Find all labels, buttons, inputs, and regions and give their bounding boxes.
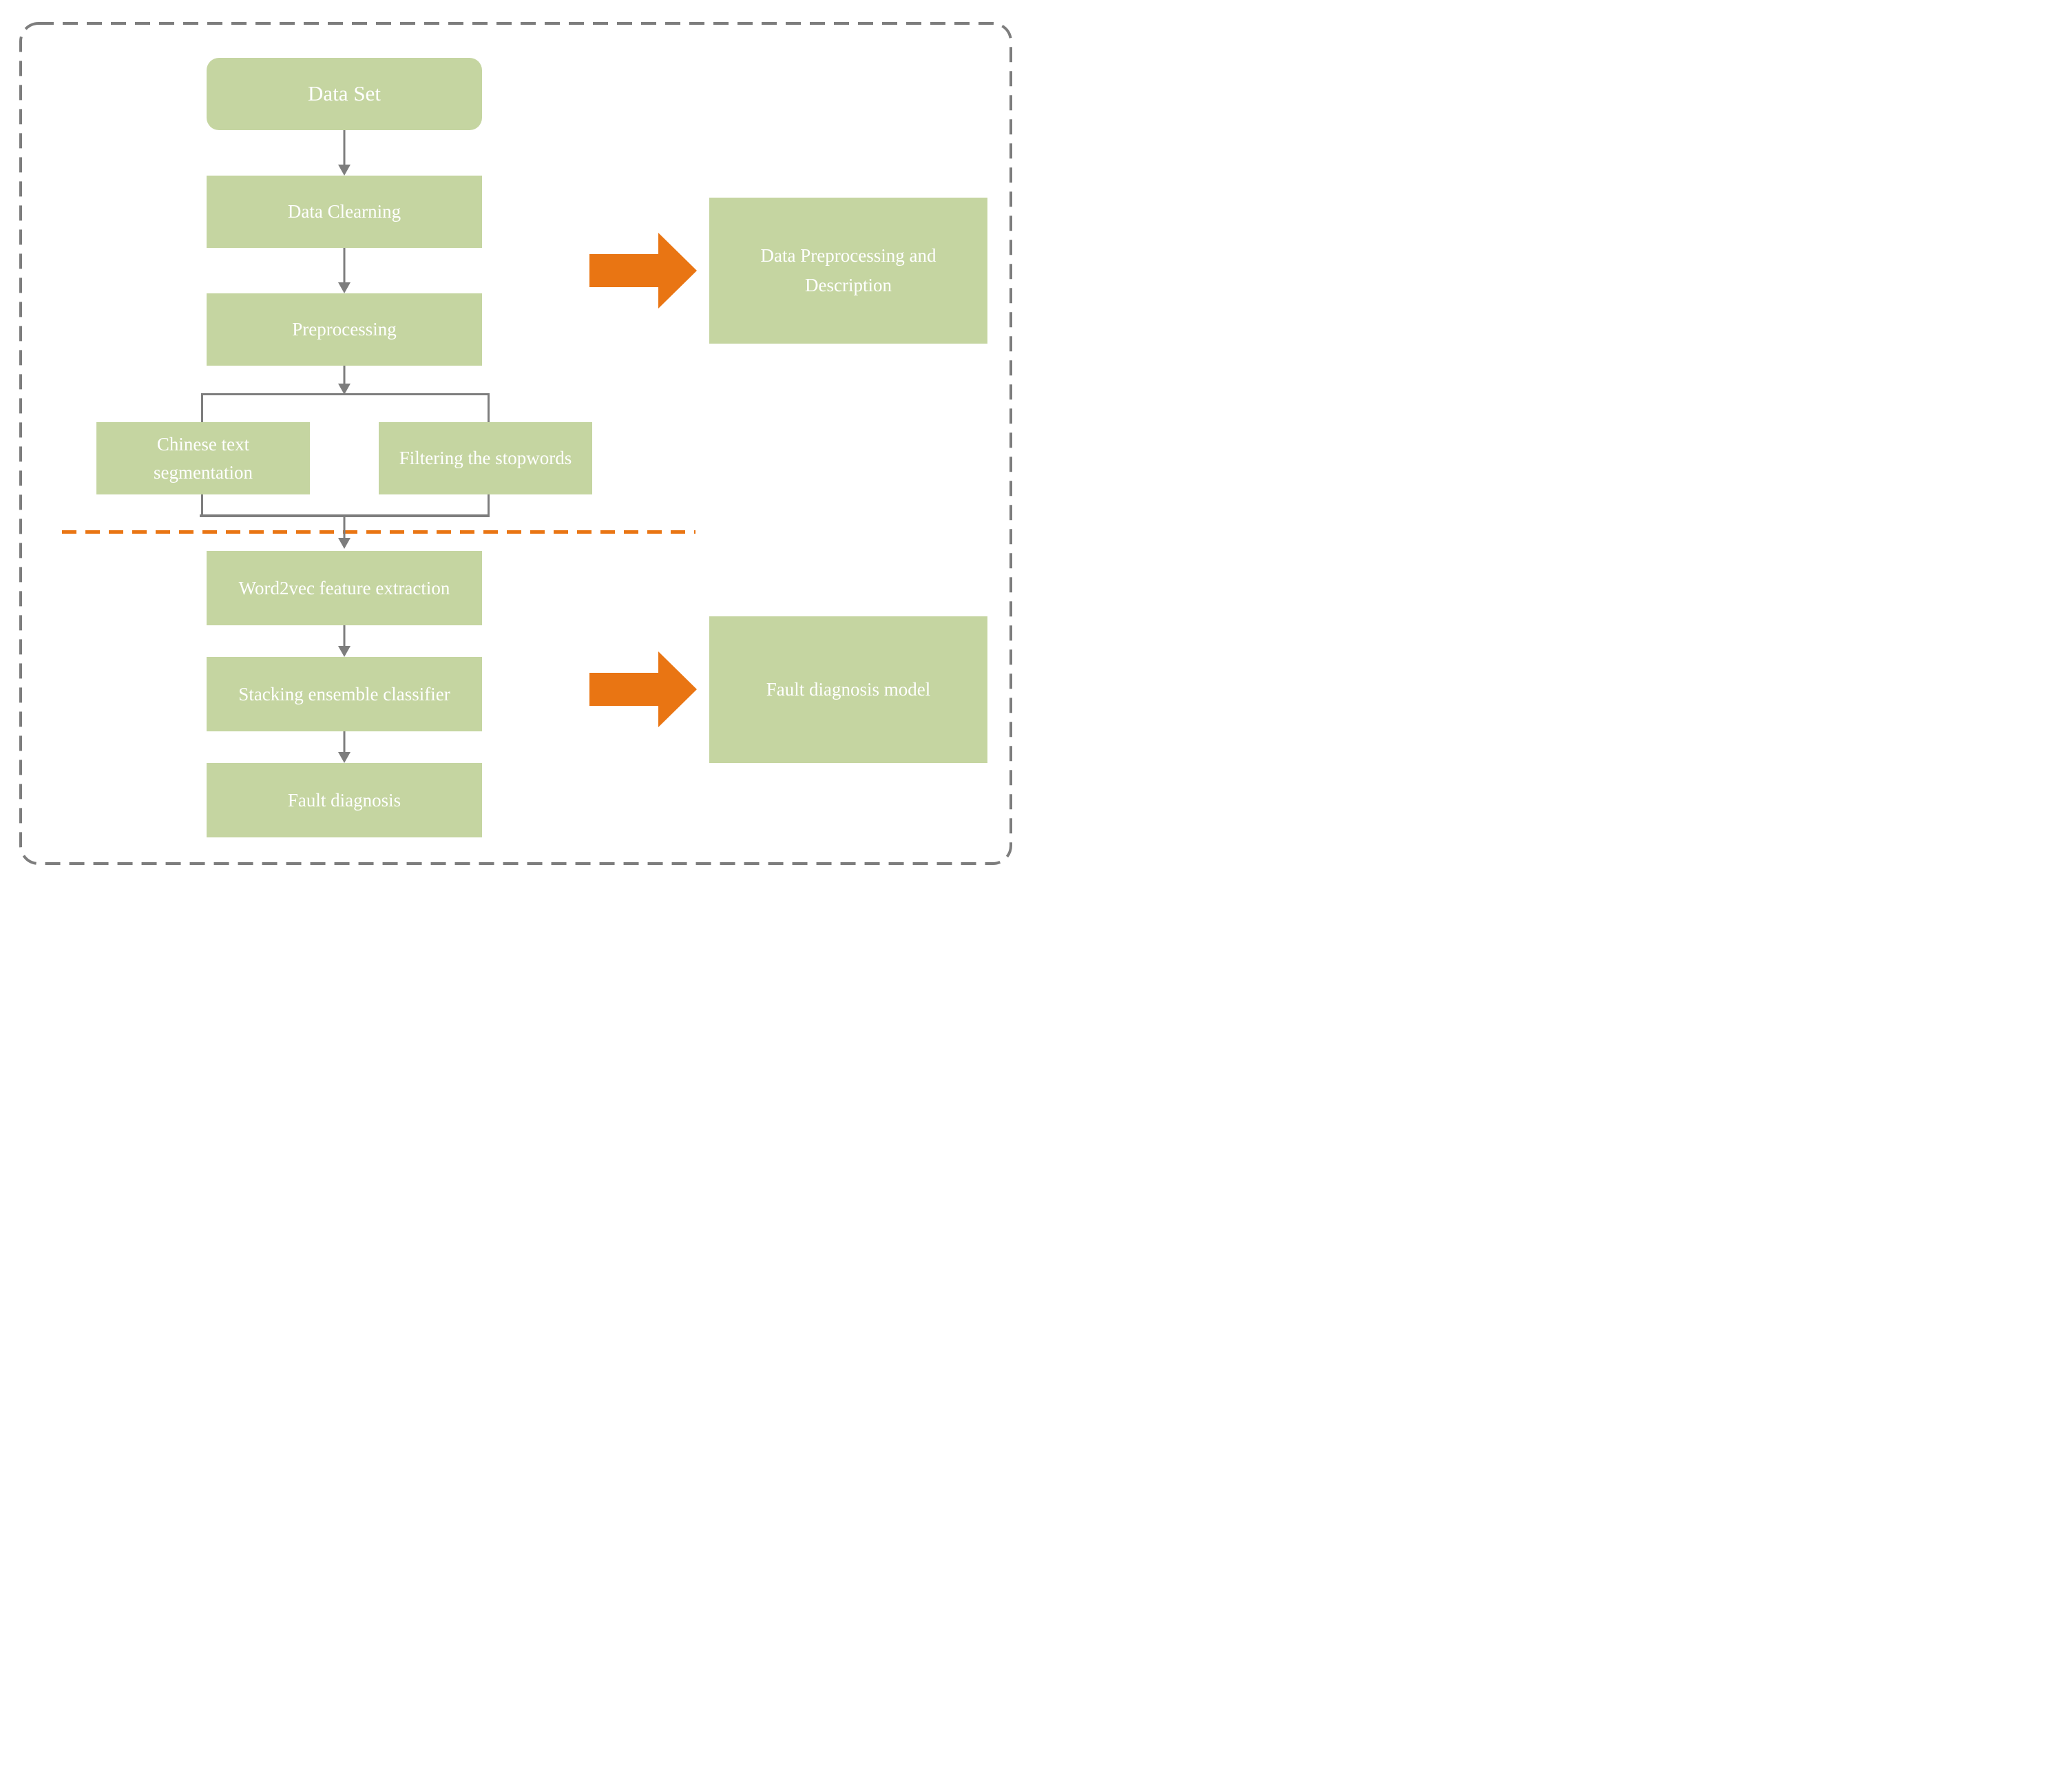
arrow-head-icon: [338, 752, 350, 763]
node-label: Data Set: [308, 81, 381, 106]
arrow-head-icon: [338, 538, 350, 549]
arrow-head-icon: [338, 646, 350, 657]
flow-node-stacking-ensemble-classifier: Stacking ensemble classifier: [207, 657, 482, 731]
annotation-fault-diagnosis-model: Fault diagnosis model: [709, 616, 987, 763]
flow-connector-arrow: [338, 731, 350, 763]
node-label: Word2vec feature extraction: [238, 577, 450, 598]
arrow-head-icon: [338, 165, 350, 176]
arrow-shaft: [343, 516, 346, 538]
annotation-data-preprocessing-and-description: Data Preprocessing and Description: [709, 198, 987, 344]
flow-connector-arrow: [338, 248, 350, 293]
node-label: Stacking ensemble classifier: [238, 683, 450, 704]
right-block-arrow-icon: [589, 233, 697, 309]
flow-node-filtering-the-stopwords: Filtering the stopwords: [379, 422, 592, 494]
flowchart-canvas: Data Set Data Clearning Preprocessing Ch…: [0, 0, 1036, 883]
branch-bracket-bottom-line: [200, 514, 490, 517]
arrow-shaft: [343, 625, 346, 646]
flow-node-data-set: Data Set: [207, 58, 482, 130]
flow-node-data-clearning: Data Clearning: [207, 176, 482, 248]
node-label: Fault diagnosis: [287, 789, 401, 811]
node-label: Chinese text segmentation: [154, 434, 253, 483]
flow-node-preprocessing: Preprocessing: [207, 293, 482, 366]
node-label: Preprocessing: [292, 319, 397, 340]
arrow-head-icon: [338, 282, 350, 293]
right-block-arrow-icon: [589, 651, 697, 727]
annotation-label: Fault diagnosis model: [766, 678, 931, 700]
flow-node-chinese-text-segmentation: Chinese text segmentation: [96, 422, 310, 494]
flow-connector-arrow: [338, 366, 350, 395]
flow-connector-arrow: [338, 516, 350, 549]
arrow-shaft: [343, 731, 346, 752]
node-label: Data Clearning: [287, 201, 401, 222]
node-label: Filtering the stopwords: [399, 448, 572, 469]
arrow-shaft: [343, 366, 346, 384]
arrow-head-icon: [338, 384, 350, 395]
dashed-frame: [19, 22, 1012, 865]
phase-divider-line: [62, 530, 695, 534]
flow-connector-arrow: [338, 625, 350, 657]
flow-node-word2vec-feature-extraction: Word2vec feature extraction: [207, 551, 482, 625]
arrow-shaft: [343, 130, 346, 165]
flow-node-fault-diagnosis: Fault diagnosis: [207, 763, 482, 837]
flow-connector-arrow: [338, 130, 350, 176]
annotation-label: Data Preprocessing and Description: [760, 244, 936, 295]
arrow-shaft: [343, 248, 346, 282]
